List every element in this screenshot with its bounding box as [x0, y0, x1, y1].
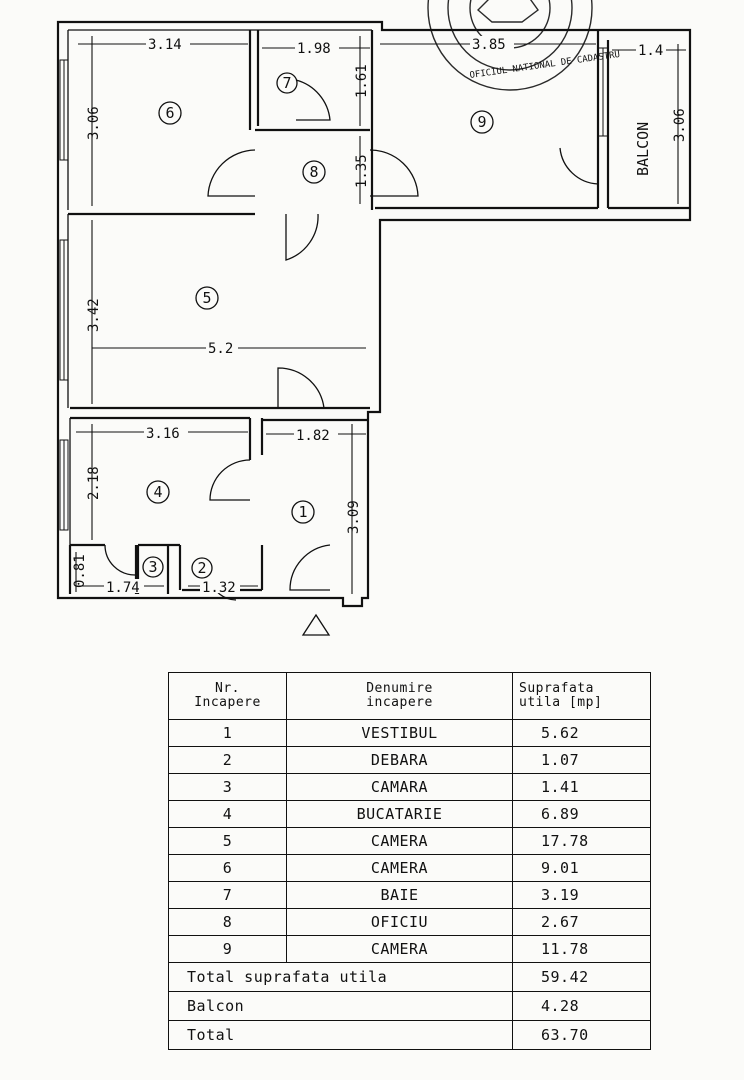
entrance-arrow-icon — [301, 613, 331, 636]
header-nr: Nr.Incapere — [168, 672, 287, 720]
dim-5-2: 5.2 — [208, 341, 233, 357]
dim-3-09: 3.09 — [346, 500, 362, 534]
room-marker-4: 4 — [146, 480, 170, 504]
svg-text:5: 5 — [202, 289, 211, 307]
dimension-labels: 3.14 1.98 3.85 1.4 3.06 1.61 3.06 1.35 3… — [72, 36, 688, 596]
room-marker-1: 1 — [291, 500, 315, 524]
svg-text:4: 4 — [153, 483, 162, 501]
room-marker-3: 3 — [142, 556, 164, 578]
room-marker-8: 8 — [302, 160, 326, 184]
dim-1-32: 1.32 — [202, 580, 236, 596]
svg-text:3: 3 — [148, 558, 157, 576]
room-marker-7: 7 — [276, 72, 298, 94]
dim-1-82: 1.82 — [296, 428, 330, 444]
dim-3-06-left: 3.06 — [86, 106, 102, 140]
dim-1-4: 1.4 — [638, 43, 663, 59]
svg-text:8: 8 — [309, 163, 318, 181]
windows — [59, 47, 609, 531]
dim-1-35: 1.35 — [354, 154, 370, 188]
balcony-label: BALCON — [634, 122, 652, 176]
room-marker-9: 9 — [470, 110, 494, 134]
dim-3-85: 3.85 — [472, 37, 506, 53]
dim-3-42: 3.42 — [86, 298, 102, 332]
room-marker-2: 2 — [191, 557, 213, 579]
dim-3-06-right: 3.06 — [672, 108, 688, 142]
svg-text:2: 2 — [197, 559, 206, 577]
dim-1-74: 1.74 — [106, 580, 140, 596]
svg-text:6: 6 — [165, 104, 174, 122]
room-marker-6: 6 — [158, 101, 182, 125]
room-marker-5: 5 — [195, 286, 219, 310]
svg-text:9: 9 — [477, 113, 486, 131]
cadastre-stamp: OFICIUL NATIONAL DE CADASTRU — [427, 0, 621, 91]
svg-text:1: 1 — [298, 503, 307, 521]
dim-3-14: 3.14 — [148, 37, 182, 53]
dim-1-61: 1.61 — [354, 64, 370, 98]
dim-0-81: 0.81 — [72, 554, 88, 588]
floor-plan: OFICIUL NATIONAL DE CADASTRU — [56, 0, 692, 636]
room-numbers: 1 2 3 4 5 6 7 8 9 — [142, 72, 494, 579]
dim-2-18: 2.18 — [86, 466, 102, 500]
dim-3-16: 3.16 — [146, 426, 180, 442]
dim-1-98: 1.98 — [297, 41, 331, 57]
walls — [56, 20, 692, 608]
svg-text:7: 7 — [282, 74, 291, 92]
